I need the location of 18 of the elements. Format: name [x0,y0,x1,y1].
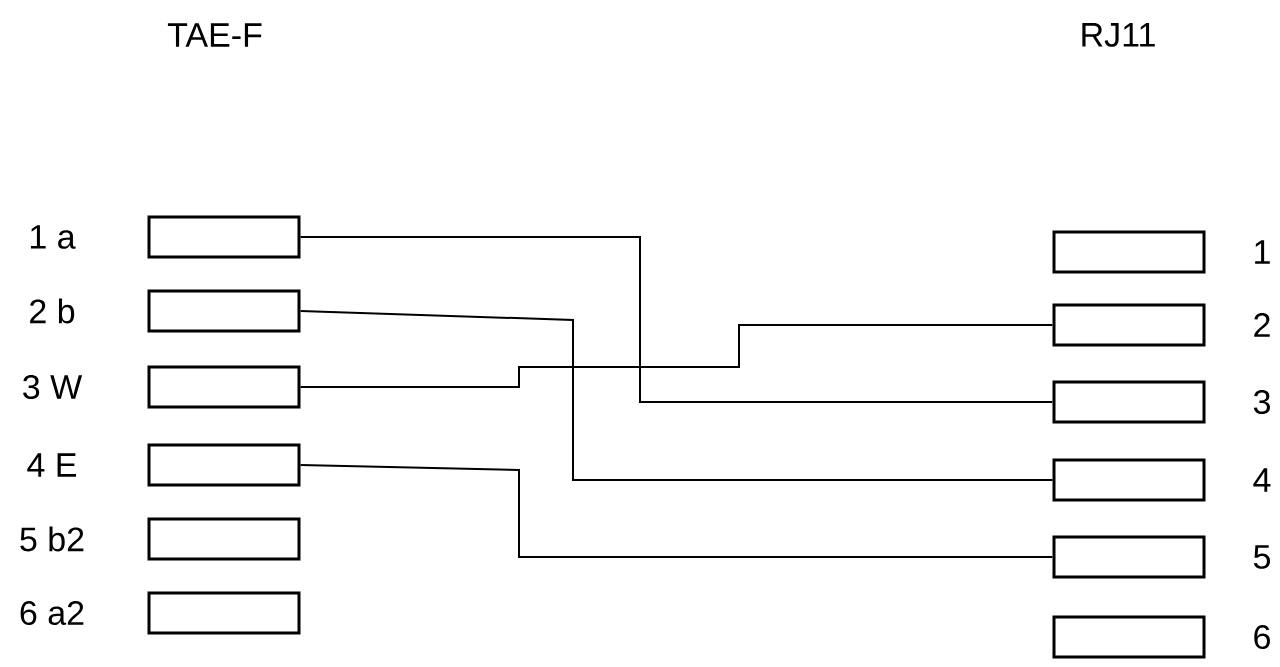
wire [299,236,1054,403]
pin-label: 2 b [30,298,75,324]
pin-label: 3 [1253,389,1270,415]
pin-label: 1 a [30,225,76,249]
wire [299,464,1054,558]
pin-label: 2 [1254,313,1270,337]
pin-label: 4 [1253,468,1271,492]
wire [299,324,1054,388]
connector-heading: RJ11 [1082,23,1155,47]
pin-label: 4 E [27,453,77,477]
pin-label: 5 b2 [20,526,84,552]
connector-heading: TAE-F [167,23,262,47]
wire [299,310,1054,481]
pin-label: 1 [1255,240,1270,264]
pin-label: 5 [1253,545,1271,569]
pin-label: 3 W [23,374,83,400]
pin-label: 6 a2 [20,600,84,626]
pin-label: 6 [1254,624,1270,650]
